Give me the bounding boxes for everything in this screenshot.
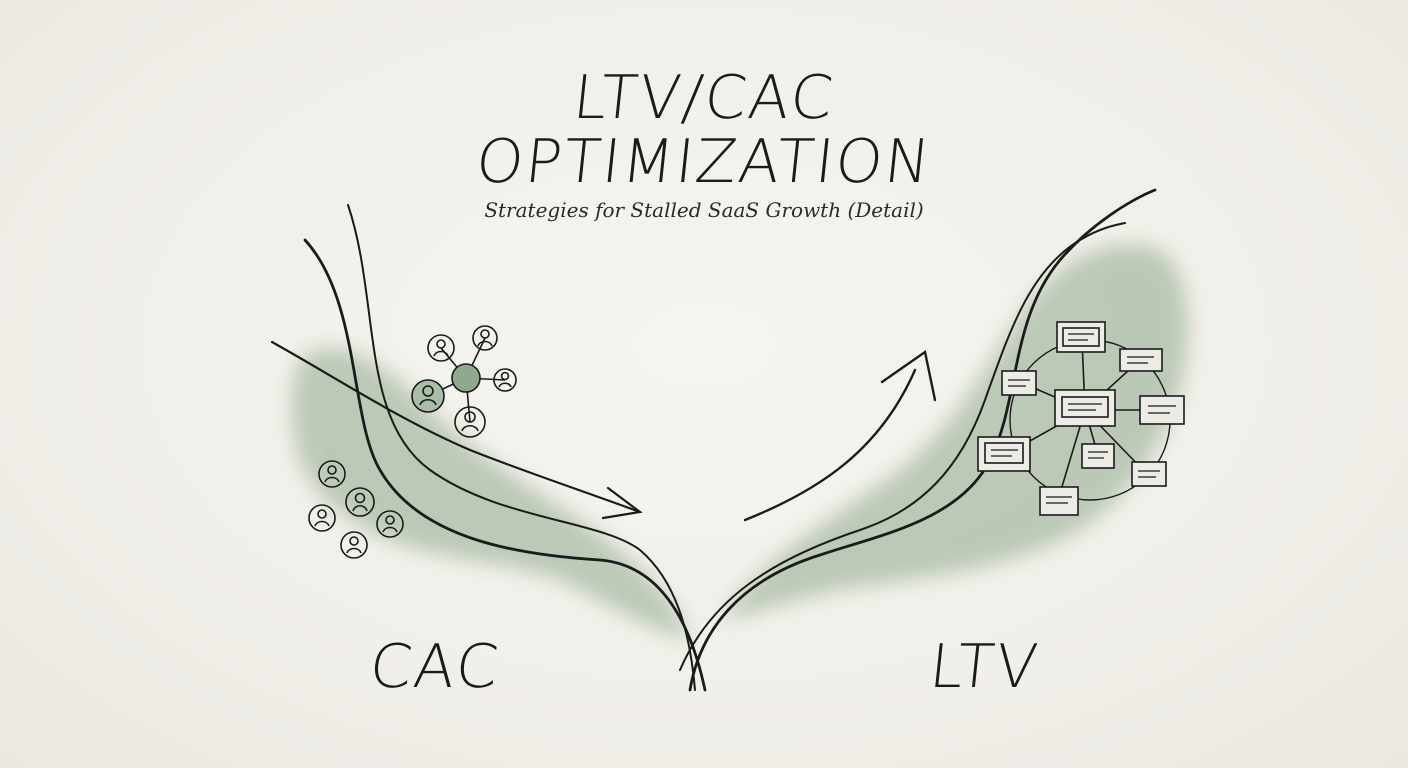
diagram-title-line-2: OPTIMIZATION xyxy=(0,130,1408,194)
cac-label: CAC xyxy=(366,632,503,702)
right-watercolor-wash xyxy=(720,244,1188,620)
ltv-label: LTV xyxy=(926,632,1042,702)
left-watercolor-wash xyxy=(292,348,690,640)
diagram-title-line-1: LTV/CAC xyxy=(0,66,1408,130)
diagram-subtitle: Strategies for Stalled SaaS Growth (Deta… xyxy=(0,198,1408,222)
